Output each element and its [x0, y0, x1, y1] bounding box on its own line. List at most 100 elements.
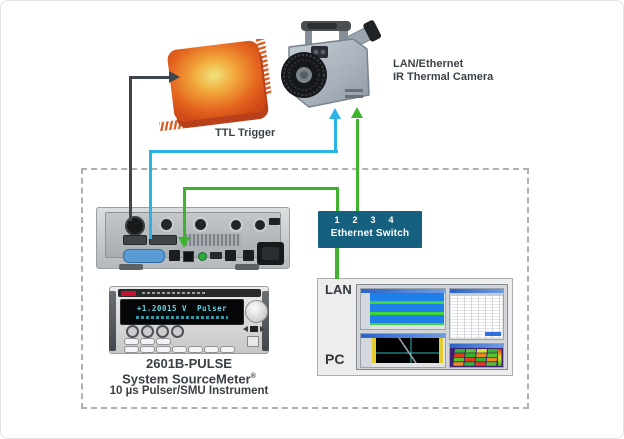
digital-io-connector [123, 235, 147, 245]
front-button [124, 346, 139, 353]
camera-sensor-lens [320, 49, 326, 55]
camera-sensor-lens [313, 49, 319, 55]
camera-label-line2: IR Thermal Camera [393, 71, 494, 83]
ttl-trigger-line-vertical-right [334, 119, 337, 153]
front-terminal [156, 325, 169, 338]
power-inlet-face [262, 247, 279, 260]
front-terminal [141, 325, 154, 338]
model-text-strip [142, 292, 206, 294]
brand-badge [121, 290, 136, 296]
chip-pins-right [255, 39, 272, 96]
front-button [140, 338, 155, 345]
usb-port [210, 252, 222, 259]
dut-chip [159, 39, 275, 131]
ethernet-port [169, 250, 180, 261]
scope-traces [370, 293, 444, 325]
instrument-caption: 2601B-PULSE System SourceMeter® 10 µs Pu… [89, 357, 289, 398]
switch-ports: 1 2 3 4 [318, 211, 422, 225]
switch-to-pc-line [335, 248, 339, 279]
window-toolbar [361, 338, 372, 367]
nav-center-button [250, 326, 258, 332]
display-readout: +1.20015 V Pulser [121, 304, 243, 313]
pc-window-scope [360, 288, 446, 330]
pc-window-waveform [360, 333, 446, 368]
rotary-knob [245, 300, 268, 323]
display-secondary-line [136, 316, 228, 319]
instrument-foot [235, 264, 259, 270]
registered-mark: ® [250, 373, 256, 380]
thermal-colorbar [498, 349, 502, 366]
camera-lens-ribs [288, 59, 320, 91]
ir-thermal-camera [277, 9, 391, 115]
output-button [247, 336, 259, 347]
switch-port-3: 3 [370, 215, 376, 225]
instrument-product-name: System SourceMeter® [122, 371, 256, 387]
front-button [124, 338, 139, 345]
bnc-connector [159, 217, 174, 232]
output-bnc-connector [125, 216, 145, 236]
window-titlebar [361, 289, 445, 293]
front-top-strip [118, 289, 261, 297]
bnc-connector [193, 217, 208, 232]
window-titlebar [450, 289, 503, 293]
tsp-link-connector [149, 235, 177, 245]
pc-window-data-table [449, 288, 504, 340]
window-titlebar [450, 344, 503, 348]
dut-arrowhead [169, 71, 180, 83]
camera-vent-slot [345, 89, 363, 92]
front-button [140, 346, 155, 353]
ethernet-port [225, 250, 236, 261]
vent-grille [185, 234, 241, 246]
front-button [172, 346, 187, 353]
table-header [451, 293, 502, 296]
switch-port-1: 1 [334, 215, 340, 225]
camera-lens-aperture [300, 71, 308, 79]
thermal-map-image [450, 348, 503, 367]
nav-right-icon [260, 326, 265, 332]
nav-buttons [243, 326, 265, 332]
ttl-trigger-line-vertical-left [149, 150, 152, 239]
camera-lan-arrowhead [351, 107, 363, 118]
display-value: +1.20015 V [136, 304, 188, 313]
lan-port [183, 251, 194, 262]
window-titlebar [361, 334, 445, 338]
sourcemeter-rear-panel [96, 207, 290, 270]
pc-box: LAN PC [317, 278, 513, 376]
switch-to-instrument-line-left [183, 187, 186, 237]
camera-handle-support [339, 27, 348, 43]
waveform-plot [372, 338, 443, 363]
ethernet-port [243, 250, 254, 261]
bnc-connector [229, 218, 243, 232]
switch-port-4: 4 [388, 215, 394, 225]
pc-label: PC [325, 351, 345, 367]
camera-lens-ribs [283, 54, 325, 96]
chip-top-face [167, 40, 266, 122]
instrument-lan-arrowhead [178, 237, 190, 248]
status-led [198, 252, 207, 261]
nav-left-icon [243, 326, 248, 332]
front-button [204, 346, 219, 353]
bumper-left [109, 291, 116, 351]
front-terminal [171, 325, 184, 338]
camera-label: LAN/Ethernet IR Thermal Camera [393, 58, 493, 84]
instrument-group-outline [81, 168, 529, 409]
camera-handle-grip [307, 23, 337, 29]
power-inlet [257, 242, 284, 265]
front-button [220, 346, 235, 353]
camera-vent-slot [345, 95, 363, 98]
bumper-right [262, 291, 269, 351]
ttl-trigger-line-horizontal [149, 150, 338, 153]
camera-label-line1: LAN/Ethernet [393, 58, 464, 70]
pc-window-thermal-map [449, 343, 504, 368]
instrument-model: 2601B-PULSE [146, 356, 232, 371]
switch-to-instrument-line-horizontal [183, 187, 339, 190]
front-button [156, 346, 171, 353]
ir-camera-image [281, 20, 382, 108]
window-toolbar [361, 293, 370, 329]
bnc-connector [253, 218, 267, 232]
instrument-subtitle: 10 µs Pulser/SMU Instrument [109, 385, 269, 398]
table-rows [451, 296, 502, 338]
pc-lan-label: LAN [325, 282, 352, 297]
rear-io-port [269, 218, 280, 225]
